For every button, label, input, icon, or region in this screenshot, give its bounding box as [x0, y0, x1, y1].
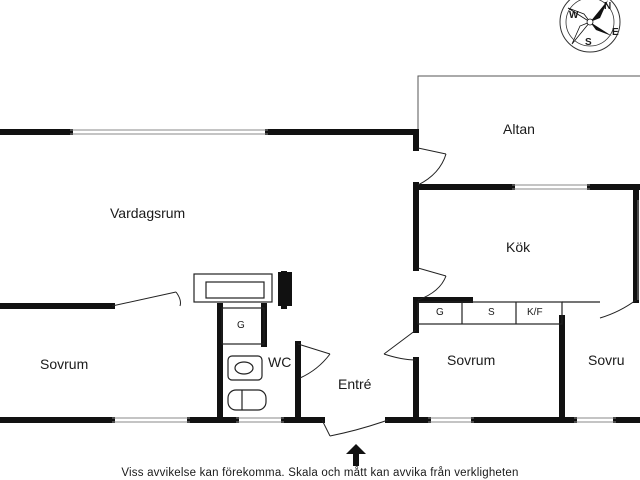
room-label-wc: WC	[268, 354, 292, 370]
windows	[70, 129, 639, 423]
fridge-freezer-label: K/F	[527, 307, 543, 318]
walls	[0, 129, 640, 423]
closet-label-kitchen: G	[436, 307, 444, 318]
closet-label-hall: G	[237, 320, 245, 331]
room-label-sovrum-right: Sovru	[588, 352, 625, 368]
compass-letter-s: S	[585, 37, 592, 48]
entrance-arrow-icon	[346, 444, 366, 466]
compass-letter-w: W	[569, 10, 579, 21]
room-label-entre: Entré	[338, 376, 372, 392]
room-label-sovrum-mid: Sovrum	[447, 352, 496, 368]
sink-label: S	[488, 307, 495, 318]
disclaimer-text: Viss avvikelse kan förekomma. Skala och …	[121, 467, 519, 479]
balcony-outline	[417, 75, 640, 130]
room-label-altan: Altan	[503, 121, 535, 137]
room-label-vardagsrum: Vardagsrum	[110, 205, 186, 221]
room-label-kok: Kök	[506, 239, 531, 255]
room-label-sovrum-left: Sovrum	[40, 356, 89, 372]
chimney-block	[278, 272, 292, 306]
compass-icon	[559, 0, 621, 53]
compass-letter-n: N	[604, 1, 612, 12]
compass-letter-e: E	[612, 27, 619, 38]
door-swings	[111, 147, 637, 437]
thin-walls	[193, 273, 600, 411]
